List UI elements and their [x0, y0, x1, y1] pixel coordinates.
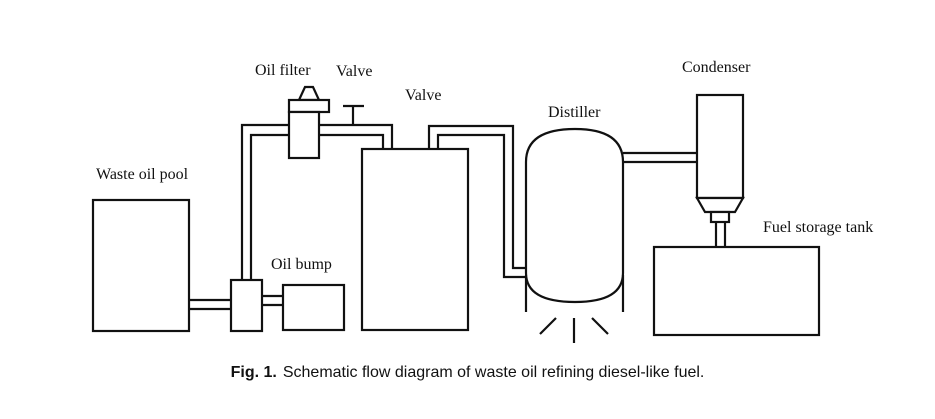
- pipe-pump-to-motor: [262, 294, 283, 307]
- valve-left-icon: [343, 104, 364, 125]
- oil-filter-label: Oil filter: [255, 62, 311, 79]
- oil-bump-motor: [281, 283, 346, 332]
- condenser-label: Condenser: [682, 59, 751, 76]
- valve-left-label: Valve: [336, 63, 372, 80]
- waste-oil-pool-tank: [91, 198, 191, 333]
- pipe-pool-to-pump: [189, 298, 231, 311]
- pipe-pump-to-filter: [240, 123, 289, 280]
- pipe-condenser-to-storage: [714, 222, 727, 247]
- oil-filter: [287, 85, 331, 160]
- pipe-tank-to-distiller: [427, 124, 527, 279]
- pipe-filter-to-tank: [319, 123, 394, 148]
- pump-housing: [229, 278, 264, 333]
- fuel-storage-tank-label: Fuel storage tank: [763, 219, 873, 236]
- figure-number: Fig. 1.: [230, 364, 277, 381]
- figure-caption: Fig. 1. Schematic flow diagram of waste o…: [0, 364, 935, 382]
- burner-flame-icon: [539, 317, 609, 343]
- oil-bump-label: Oil bump: [271, 256, 332, 273]
- settling-tank: [360, 147, 470, 332]
- figure-caption-text: Schematic flow diagram of waste oil refi…: [282, 364, 705, 381]
- waste-oil-pool-label: Waste oil pool: [96, 166, 189, 183]
- distiller-vessel: [524, 127, 625, 312]
- flow-diagram: Waste oil pool Oil bump Oil filter Valve: [91, 59, 873, 343]
- fuel-storage-tank: [652, 245, 821, 337]
- distiller-label: Distiller: [548, 104, 601, 121]
- condenser: [695, 93, 745, 224]
- pipe-distiller-to-condenser: [623, 151, 697, 164]
- valve-right-label: Valve: [405, 87, 441, 104]
